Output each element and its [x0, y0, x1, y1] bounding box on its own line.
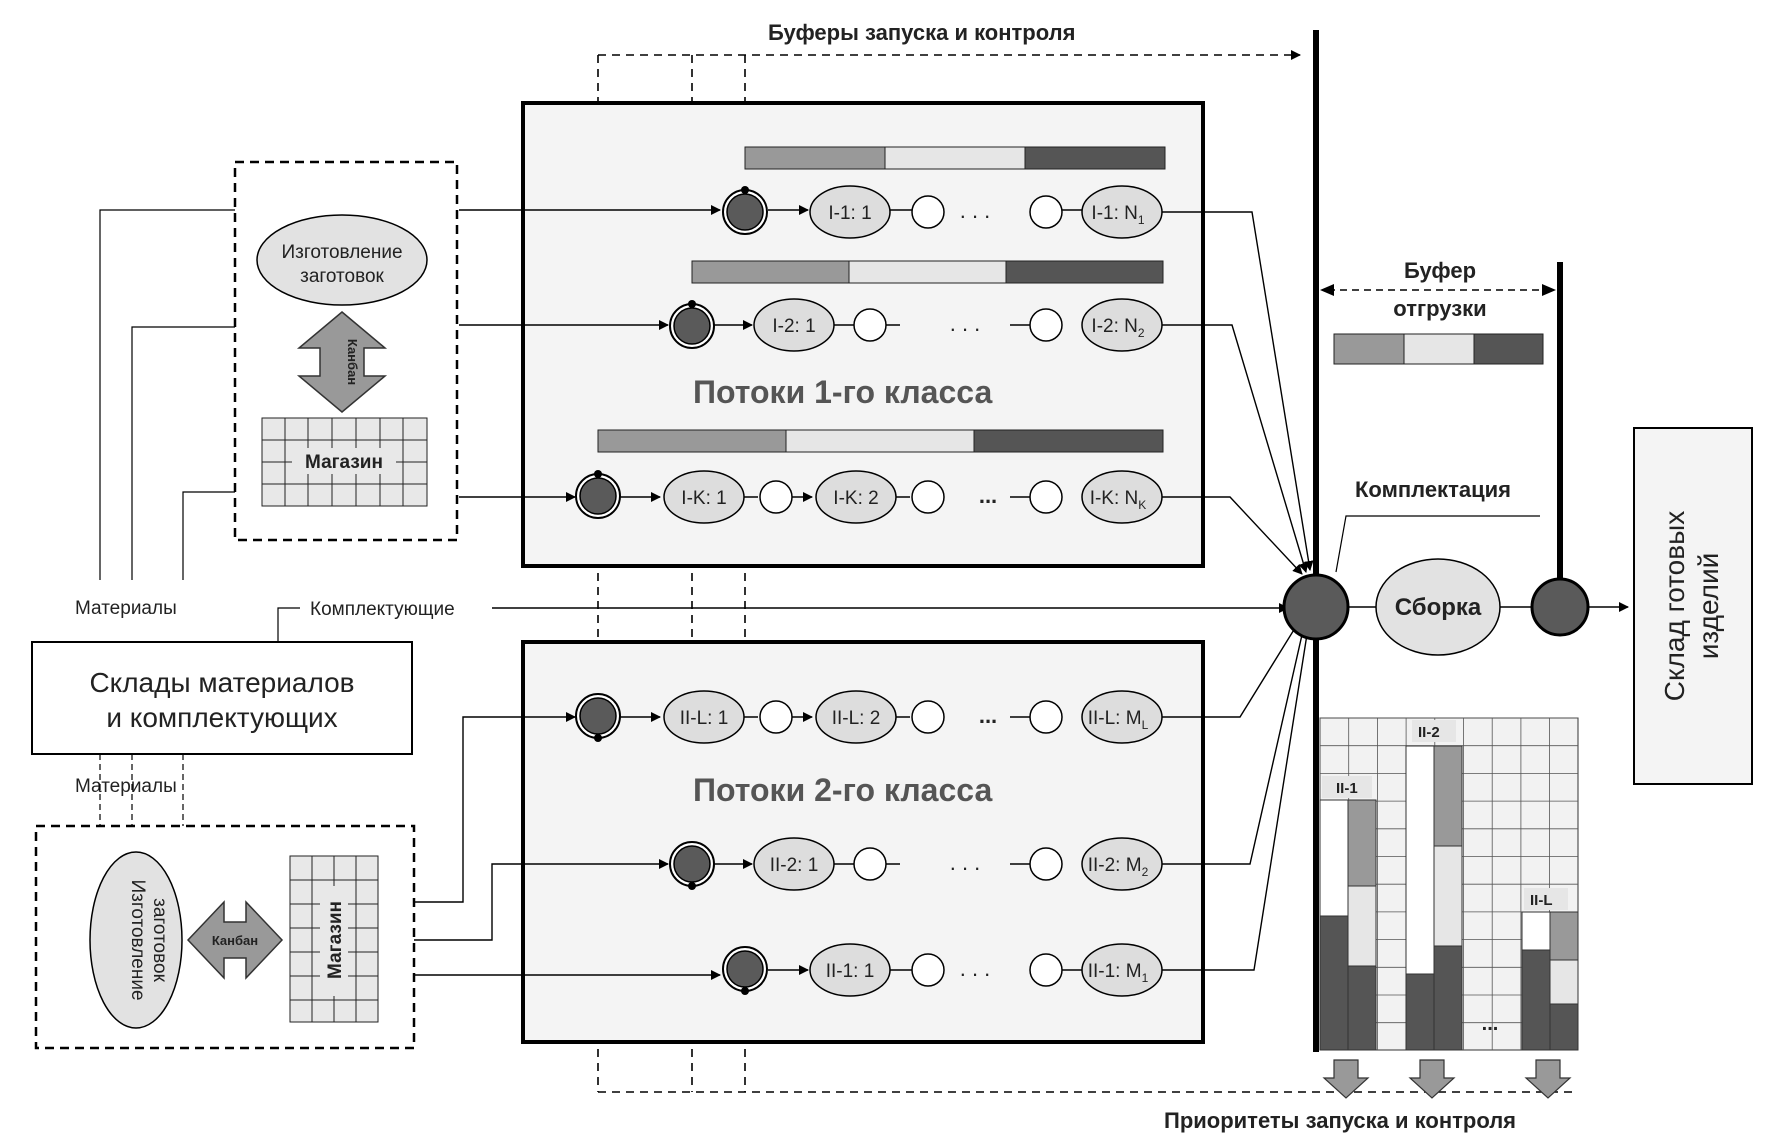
ellipsis-ii1: . . .	[960, 956, 991, 981]
buffer-bar-i1	[744, 146, 1166, 170]
ellipsis-i1: . . .	[960, 198, 991, 223]
op-label-ik-first: I-K: 1	[681, 488, 726, 509]
materials-bottom-label: Материалы	[75, 776, 177, 797]
finished-goods-line1: Склад готовых	[1659, 511, 1690, 701]
shipping-buffer-line1: Буфер	[1404, 258, 1476, 283]
kitting-pointer	[1335, 515, 1540, 573]
op-label-ik-last: I-K: NK	[1090, 488, 1147, 512]
flow-iil: II-L: 1 II-L: 2 ... II-L: ML	[575, 619, 1301, 744]
op-node-ii1-first	[809, 943, 891, 997]
op-label-i1-first: I-1: 1	[828, 203, 871, 224]
flow-i2: I-2: 1 . . . I-2: N2	[459, 298, 1309, 573]
assembly-label: Сборка	[1395, 594, 1482, 621]
flow-ii1: II-1: 1 . . . II-1: M1	[722, 627, 1312, 997]
op-node-i1-first	[809, 185, 891, 239]
top-label: Буферы запуска и контроля	[768, 20, 1075, 45]
op-node-i2-first	[753, 298, 835, 352]
lower-blanks-line2: заготовок	[149, 898, 170, 982]
class2-title: Потоки 2-го класса	[693, 772, 992, 808]
finished-goods-warehouse	[1633, 427, 1753, 785]
priority-chart: II-1 II-2 ... II-L	[1319, 717, 1579, 1051]
materials-top-label: Материалы	[75, 598, 177, 619]
upper-kanban-arrow	[296, 311, 388, 413]
materials-warehouse	[31, 641, 413, 755]
op-label-ii2-first: II-2: 1	[770, 855, 819, 876]
bottom-label: Приоритеты запуска и контроля	[1164, 1108, 1516, 1133]
components-stub	[277, 607, 300, 642]
op-node-iil-second	[815, 690, 897, 744]
materials-warehouse-line1: Склады материалов	[89, 667, 354, 698]
kitting-node	[1282, 573, 1350, 641]
priority-down-arrows	[1322, 1059, 1572, 1099]
op-label-iil-first: II-L: 1	[680, 708, 729, 729]
upper-kanban-label: Канбан	[345, 339, 360, 385]
class1-title: Потоки 1-го класса	[693, 374, 992, 410]
upper-material-lines	[99, 209, 235, 580]
upper-blanks-line1: Изготовление	[281, 242, 402, 263]
op-label-i1-last: I-1: N1	[1091, 203, 1144, 227]
lower-blanks-node	[89, 851, 183, 1029]
materials-warehouse-line2: и комплектующих	[106, 702, 337, 733]
ellipsis-iil: ...	[979, 703, 997, 728]
ellipsis-i2: . . .	[950, 311, 981, 336]
op-node-ik-second	[815, 470, 897, 524]
finished-goods-line2: изделий	[1693, 553, 1724, 659]
op-label-i2-last: I-2: N2	[1091, 316, 1144, 340]
buffer-bar-i2	[691, 260, 1164, 284]
prio-label-ii2: II-2	[1418, 724, 1440, 741]
op-label-ik-second: I-K: 2	[833, 488, 878, 509]
op-node-iil-first	[663, 690, 745, 744]
op-label-ii1-last: II-1: M1	[1088, 961, 1149, 985]
op-label-ii1-first: II-1: 1	[826, 961, 875, 982]
lower-shop-out-lines	[414, 712, 721, 980]
op-label-iil-last: II-L: ML	[1088, 708, 1149, 732]
op-node-ik-first	[663, 470, 745, 524]
lower-material-lines	[99, 754, 184, 826]
buffer-bar-ik	[597, 429, 1164, 453]
upper-blanks-node	[256, 214, 428, 306]
shipping-buffer-line2: отгрузки	[1393, 296, 1486, 321]
flow-ii2: II-2: 1 . . . II-2: M2	[669, 625, 1307, 891]
lower-kanban-label: Канбан	[212, 933, 258, 948]
kitting-label: Комплектация	[1355, 477, 1511, 502]
op-label-iil-second: II-L: 2	[832, 708, 881, 729]
ellipsis-ii2: . . .	[950, 850, 981, 875]
op-node-ii2-first	[753, 837, 835, 891]
components-label: Комплектующие	[310, 599, 455, 620]
prio-ellipsis: ...	[1482, 1013, 1499, 1035]
prio-label-iil: II-L	[1530, 892, 1553, 909]
op-label-ii2-last: II-2: M2	[1088, 855, 1149, 879]
lower-blanks-line1: Изготовление	[127, 879, 148, 1000]
prio-label-ii1: II-1	[1336, 780, 1358, 797]
upper-store-label: Магазин	[305, 452, 383, 473]
lower-kanban-arrow	[186, 900, 284, 980]
ellipsis-ik: ...	[979, 483, 997, 508]
upper-blanks-line2: заготовок	[300, 266, 384, 287]
shipping-buffer-bar	[1333, 333, 1544, 365]
flow-ik: I-K: 1 I-K: 2 ... I-K: NK	[459, 470, 1303, 575]
shipping-node	[1530, 577, 1590, 637]
flow-i1: I-1: 1 . . . I-1: N1	[459, 185, 1314, 571]
op-label-i2-first: I-2: 1	[772, 316, 815, 337]
lower-store-label: Магазин	[325, 901, 346, 979]
